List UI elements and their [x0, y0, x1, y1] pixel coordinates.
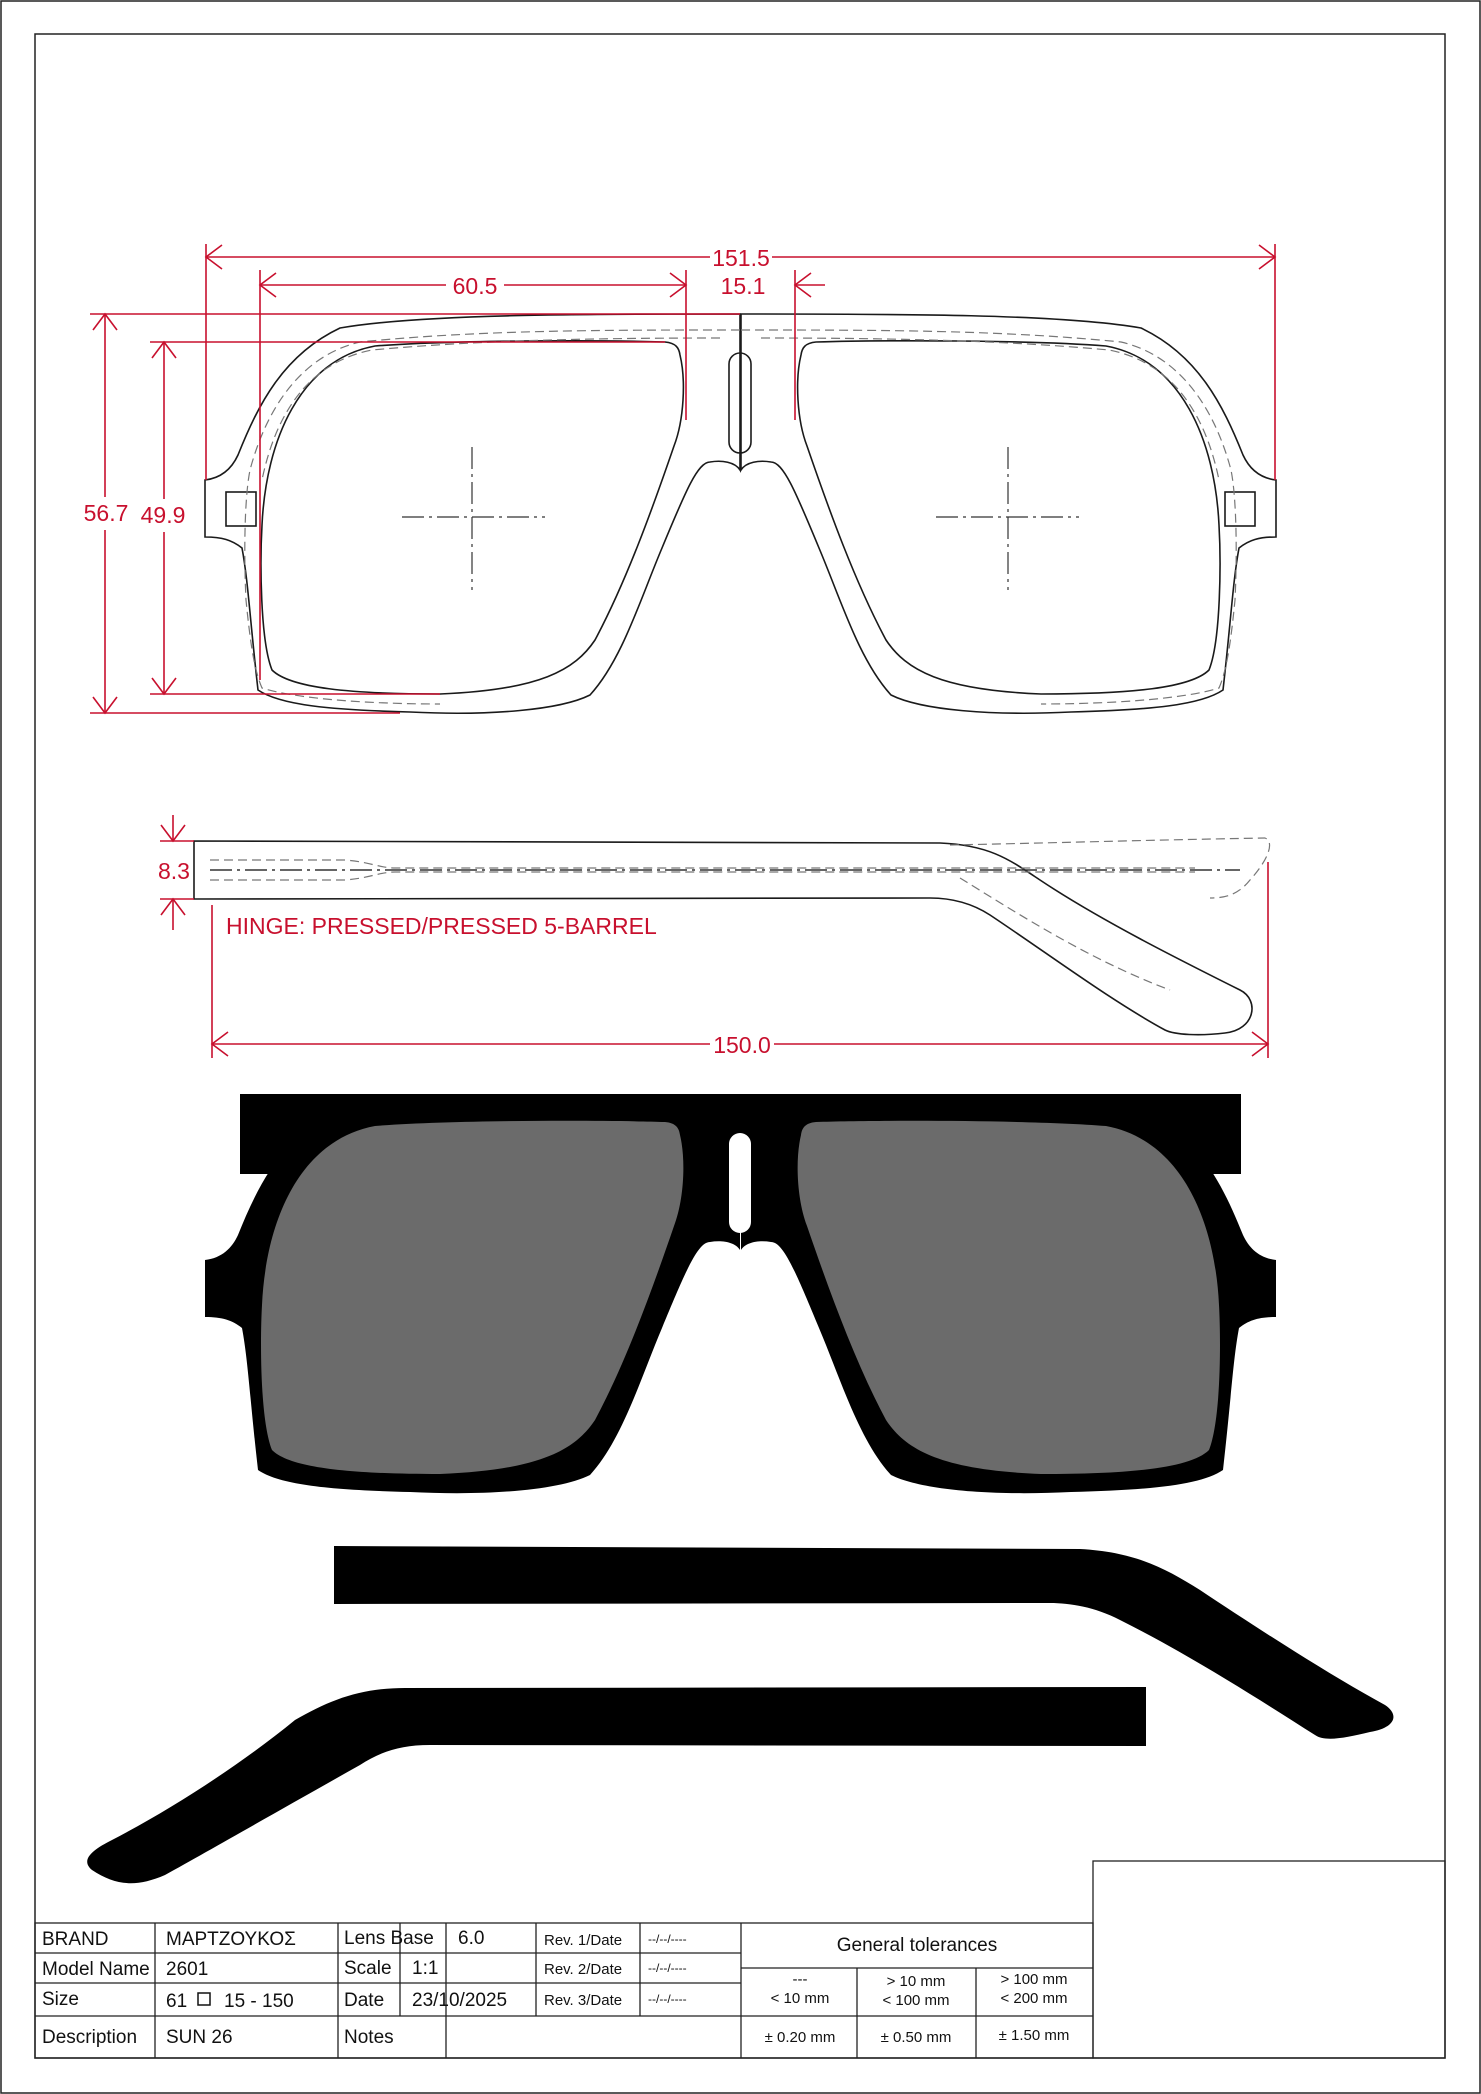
lens-center-marks [402, 447, 1079, 590]
dim-lens-width: 60.5 [453, 273, 498, 299]
temple-silhouette-right [334, 1546, 1394, 1739]
dim-bridge: 15.1 [721, 273, 766, 299]
size-label: Size [42, 1989, 79, 2010]
tolerance-value-3: ± 1.50 mm [999, 2027, 1070, 2044]
dim-lens-height: 49.9 [141, 502, 186, 528]
temple-silhouette-left [87, 1687, 1146, 1884]
tolerances-title: General tolerances [837, 1935, 998, 1956]
rev3-value: --/--/---- [648, 1992, 687, 2006]
brand-label: BRAND [42, 1929, 109, 1950]
size-lens-value: 61 [166, 1991, 187, 2012]
notes-label: Notes [344, 2027, 394, 2048]
rev1-label: Rev. 1/Date [544, 1932, 622, 1949]
dim-total-width: 151.5 [712, 245, 770, 271]
rev2-value: --/--/---- [648, 1961, 687, 1975]
front-view-outline [204, 313, 1277, 715]
rev1-value: --/--/---- [648, 1932, 687, 1946]
description-label: Description [42, 2027, 137, 2048]
tolerance-value-1: ± 0.20 mm [765, 2029, 836, 2046]
tolerance-range-2-line2: < 100 mm [882, 1992, 949, 2009]
model-value: 2601 [166, 1959, 208, 1980]
tolerance-range-3-line1: > 100 mm [1000, 1971, 1067, 1988]
front-dimension-lines [90, 244, 1277, 715]
lens-base-value: 6.0 [458, 1928, 484, 1949]
brand-value: ΜΑΡΤΖΟΥΚΟΣ [166, 1929, 296, 1950]
scale-value: 1:1 [412, 1958, 438, 1979]
tolerance-range-2-line1: > 10 mm [887, 1973, 946, 1990]
tolerance-range-1-line1: --- [793, 1971, 808, 1988]
temple-side-outline [193, 840, 1253, 1036]
date-label: Date [344, 1990, 384, 2011]
rev3-label: Rev. 3/Date [544, 1992, 622, 2009]
dim-temple-height: 8.3 [158, 858, 190, 884]
description-value: SUN 26 [166, 2027, 233, 2048]
lens-base-label: Lens Base [344, 1928, 434, 1949]
tolerance-range-3-line2: < 200 mm [1000, 1990, 1067, 2007]
box-symbol-icon [197, 1992, 211, 2006]
temple-dimension-lines [160, 815, 1270, 1058]
model-label: Model Name [42, 1959, 150, 1980]
dim-total-height: 56.7 [84, 500, 129, 526]
date-value: 23/10/2025 [412, 1990, 507, 2011]
rev2-label: Rev. 2/Date [544, 1961, 622, 1978]
scale-label: Scale [344, 1958, 392, 1979]
dim-temple-length: 150.0 [713, 1032, 771, 1058]
tolerance-value-2: ± 0.50 mm [881, 2029, 952, 2046]
temple-hidden-lines [210, 837, 1271, 991]
size-rest-value: 15 - 150 [224, 1991, 294, 2012]
hinge-note: HINGE: PRESSED/PRESSED 5-BARREL [226, 913, 657, 939]
tolerance-range-1-line2: < 10 mm [771, 1990, 830, 2007]
title-block-grid [34, 1860, 1446, 2059]
front-silhouette [205, 1094, 1276, 1494]
